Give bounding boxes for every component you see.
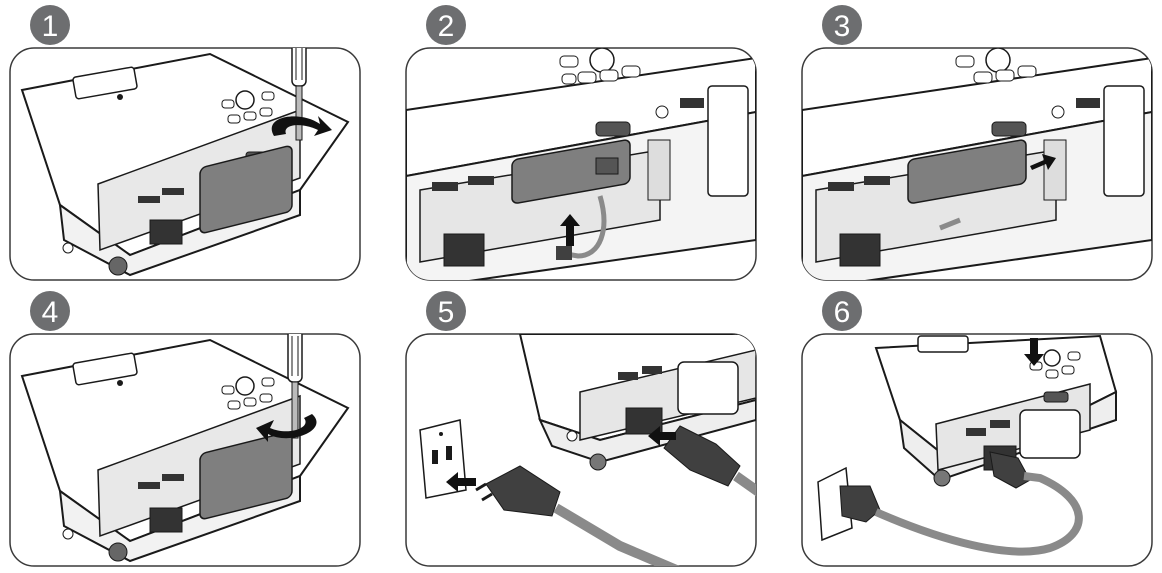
step-badge [30, 5, 70, 45]
vga-port [595, 121, 631, 137]
screwdriver-icon [287, 334, 303, 439]
usb-dongle-icon [907, 139, 1027, 204]
power-plug-icon [839, 451, 1031, 523]
step-2: 2 [405, 5, 757, 281]
step-3: 3 [801, 5, 1153, 281]
control-keypad [955, 48, 1037, 84]
lens-window [72, 66, 138, 100]
hdmi-port [828, 182, 854, 191]
usb-cable [939, 217, 961, 231]
control-keypad [221, 90, 275, 124]
screwdriver-icon [291, 48, 307, 141]
ac-inlet [149, 219, 183, 245]
lens-window [72, 352, 138, 386]
projector [20, 338, 350, 563]
step-number: 4 [42, 296, 59, 329]
step-1: 1 [9, 5, 361, 281]
hdmi-port [618, 372, 638, 380]
hdmi-port [138, 482, 160, 489]
vga-port [1043, 391, 1069, 403]
dongle-cover [199, 145, 293, 234]
control-keypad [1029, 349, 1081, 379]
projector-foot [108, 256, 128, 276]
step-6: 6 [801, 291, 1153, 567]
hdmi-port [432, 182, 458, 191]
projector-foot [108, 542, 128, 562]
control-keypad [221, 376, 275, 410]
step-4: 4 [9, 291, 361, 567]
push-arrow-icon [560, 214, 580, 246]
projector [20, 52, 350, 277]
ac-inlet [839, 233, 881, 267]
push-arrow-icon [446, 472, 476, 492]
lens-window [917, 335, 969, 353]
dongle-cover [199, 431, 293, 520]
step-number: 3 [834, 10, 851, 43]
ac-inlet [149, 507, 183, 533]
push-arrow-icon [1024, 338, 1044, 366]
push-arrow-icon [648, 426, 676, 446]
hdmi-port [138, 196, 160, 203]
rotate-arrow-icon [271, 116, 332, 136]
projector [874, 334, 1118, 487]
usb-cable [565, 195, 607, 259]
step-badge [30, 291, 70, 331]
step-number: 6 [834, 296, 851, 329]
step-badge [822, 5, 862, 45]
step-badge [426, 291, 466, 331]
step-badge [822, 291, 862, 331]
rotate-arrow-icon [256, 414, 317, 442]
usb-dongle-icon [511, 139, 631, 204]
step-number: 1 [42, 10, 59, 43]
step-number: 5 [438, 296, 455, 329]
power-cable [874, 472, 1083, 556]
projector-rear [518, 334, 756, 471]
projector-closeup [802, 48, 1152, 280]
usb-plug [556, 246, 572, 260]
control-keypad [559, 48, 641, 85]
ac-inlet [625, 407, 663, 435]
power-plug-icon [475, 425, 741, 517]
step-5: 5 [405, 291, 757, 567]
step-badge [426, 5, 466, 45]
wall-outlet-icon [419, 419, 467, 499]
power-cable [553, 503, 702, 566]
hdmi-port [966, 428, 986, 436]
ac-inlet [443, 233, 485, 267]
step-number: 2 [438, 10, 455, 43]
projector-closeup [406, 48, 756, 280]
vga-port [991, 121, 1027, 137]
push-arrow-icon [1030, 154, 1056, 170]
